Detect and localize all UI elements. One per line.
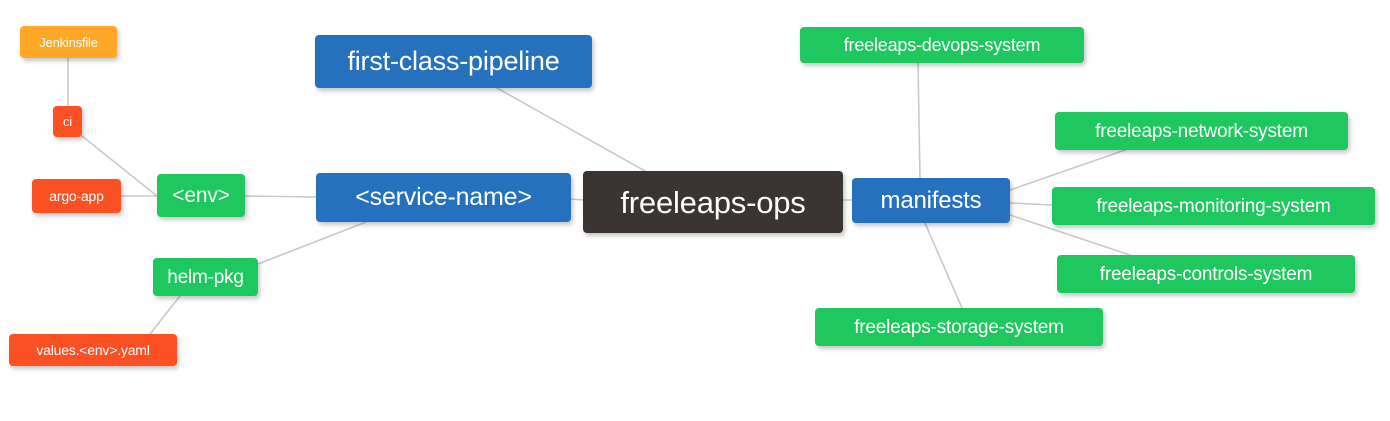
node-label-freeleaps-controls-system: freeleaps-controls-system <box>1099 263 1313 285</box>
edge-manifests-to-freeleaps-storage-system <box>924 222 963 309</box>
node-freeleaps-controls-system[interactable]: freeleaps-controls-system <box>1057 255 1355 293</box>
node-values-env-yaml[interactable]: values.<env>.yaml <box>9 334 177 366</box>
edge-manifests-to-freeleaps-monitoring-system <box>1009 202 1053 206</box>
node-label-helm-pkg: helm-pkg <box>167 266 244 288</box>
node-freeleaps-monitoring-system[interactable]: freeleaps-monitoring-system <box>1052 187 1375 225</box>
node-env[interactable]: <env> <box>157 174 245 217</box>
node-manifests[interactable]: manifests <box>852 178 1010 223</box>
node-label-env: <env> <box>172 184 230 207</box>
node-label-first-class-pipeline: first-class-pipeline <box>347 46 560 76</box>
edge-first-class-pipeline-to-freeleaps-ops <box>496 87 646 172</box>
node-label-ci: ci <box>63 114 72 129</box>
node-label-argo-app: argo-app <box>49 188 104 204</box>
node-freeleaps-network-system[interactable]: freeleaps-network-system <box>1055 112 1348 150</box>
node-helm-pkg[interactable]: helm-pkg <box>153 258 258 296</box>
node-argo-app[interactable]: argo-app <box>32 179 121 213</box>
edge-env-to-service-name <box>244 195 317 198</box>
node-label-jenkinsfile: Jenkinsfile <box>39 34 98 50</box>
node-label-freeleaps-monitoring-system: freeleaps-monitoring-system <box>1096 195 1331 217</box>
edge-manifests-to-freeleaps-network-system <box>1009 149 1126 191</box>
edge-manifests-to-freeleaps-devops-system <box>917 62 921 179</box>
node-label-values-env-yaml: values.<env>.yaml <box>36 342 150 358</box>
node-freeleaps-devops-system[interactable]: freeleaps-devops-system <box>800 27 1084 63</box>
node-label-freeleaps-network-system: freeleaps-network-system <box>1095 120 1308 142</box>
node-freeleaps-ops[interactable]: freeleaps-ops <box>583 171 843 233</box>
edge-helm-pkg-to-service-name <box>257 221 367 265</box>
node-jenkinsfile[interactable]: Jenkinsfile <box>20 26 117 58</box>
edge-service-name-to-freeleaps-ops <box>570 198 584 201</box>
node-first-class-pipeline[interactable]: first-class-pipeline <box>315 35 592 88</box>
node-label-freeleaps-storage-system: freeleaps-storage-system <box>854 316 1064 338</box>
node-freeleaps-storage-system[interactable]: freeleaps-storage-system <box>815 308 1103 346</box>
node-label-manifests: manifests <box>880 186 982 214</box>
node-label-freeleaps-ops: freeleaps-ops <box>620 184 806 220</box>
node-label-freeleaps-devops-system: freeleaps-devops-system <box>843 35 1041 55</box>
edge-values-env-yaml-to-helm-pkg <box>149 295 181 335</box>
node-label-service-name: <service-name> <box>355 183 532 211</box>
node-service-name[interactable]: <service-name> <box>316 173 571 222</box>
node-ci[interactable]: ci <box>53 106 82 137</box>
